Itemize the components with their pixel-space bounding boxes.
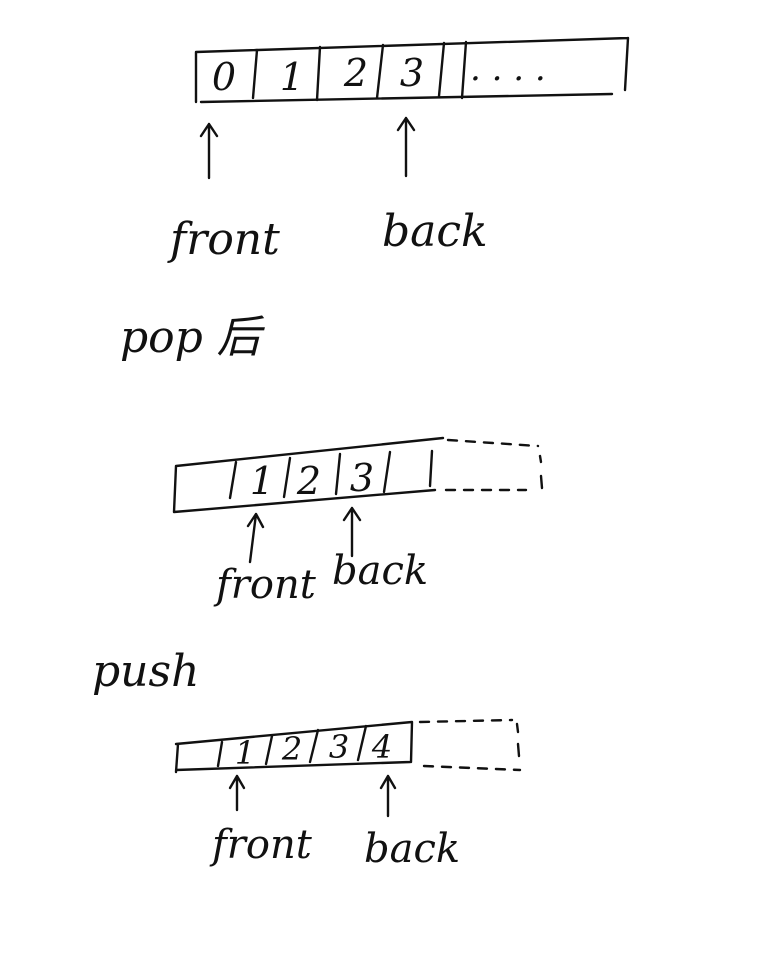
cell-divider	[282, 456, 292, 499]
front-label: front	[209, 822, 313, 868]
array-extension-end	[538, 454, 544, 490]
arrow-front	[246, 512, 265, 564]
cell-divider	[460, 40, 468, 100]
cell-value: 3	[400, 51, 424, 95]
cell-value: 0	[212, 55, 236, 99]
cell-divider	[264, 734, 274, 766]
back-label: back	[382, 206, 488, 257]
cell-divider	[228, 460, 238, 500]
cell-value: 1	[250, 459, 274, 503]
queue-diagram-initial: 0 1 2 3 . . . . front back	[167, 36, 630, 265]
arrow-back	[379, 774, 397, 818]
cell-divider	[382, 450, 392, 494]
cell-divider	[308, 728, 320, 764]
back-label: back	[364, 826, 460, 872]
array-outline	[174, 720, 414, 774]
cell-divider	[216, 740, 224, 768]
array-extension-end	[515, 722, 521, 758]
array-outline	[194, 36, 630, 104]
cell-value: 1	[280, 55, 304, 99]
cell-divider	[334, 452, 342, 496]
cell-value: 3	[329, 728, 349, 766]
front-label: front	[213, 562, 317, 608]
pop-step-label: pop 后	[120, 312, 266, 363]
cell-value: 2	[296, 459, 321, 503]
push-step-label: push	[92, 646, 199, 697]
cell-divider	[356, 724, 368, 762]
cell-value: 1	[235, 734, 255, 772]
ellipsis: . . . .	[470, 49, 546, 89]
array-extension-dashed	[418, 718, 522, 772]
array-extension-dashed	[444, 438, 540, 492]
cell-value: 4	[371, 728, 392, 766]
arrow-back	[342, 506, 362, 558]
front-label: front	[167, 214, 280, 265]
array-outline	[172, 436, 445, 514]
cell-divider	[437, 41, 446, 98]
cell-divider	[428, 449, 434, 488]
arrow-front	[228, 774, 246, 812]
arrow-front	[199, 122, 219, 180]
queue-diagram-after-pop: 1 2 3 front back	[172, 436, 544, 608]
back-label: back	[332, 548, 428, 594]
cell-value: 3	[350, 456, 374, 500]
queue-diagram-after-push: 1 2 3 4 front back	[174, 718, 522, 872]
cell-divider	[251, 48, 259, 100]
cell-divider	[375, 43, 385, 100]
arrow-back	[396, 116, 416, 178]
cell-divider	[315, 45, 322, 102]
cell-value: 2	[281, 730, 302, 768]
cell-value: 2	[343, 51, 368, 95]
